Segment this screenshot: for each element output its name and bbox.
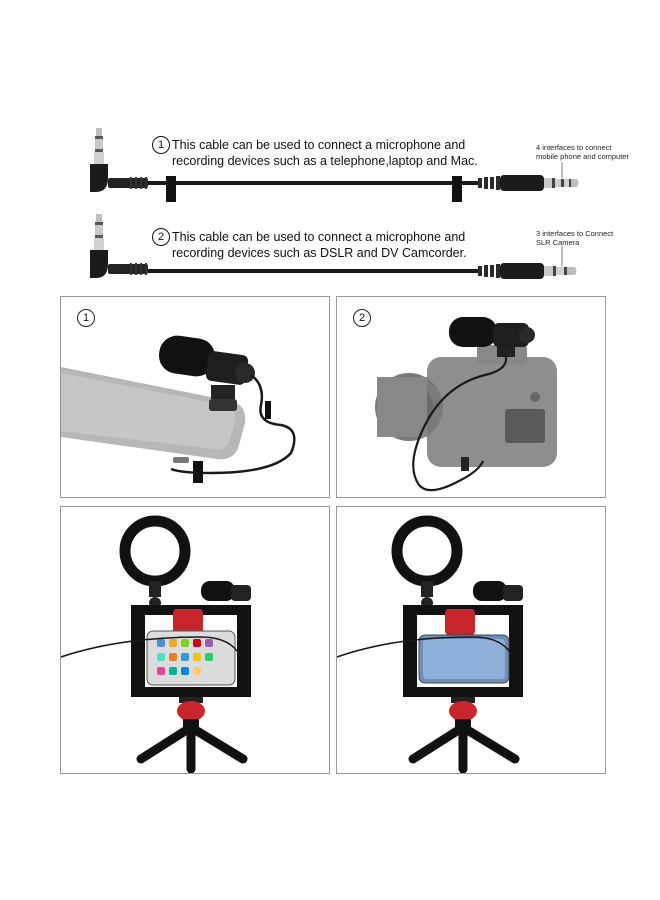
dslr-mic-illustration xyxy=(375,317,557,492)
rig-phone-apps-illustration xyxy=(61,515,251,773)
cable-1-note-line2: mobile phone and computer xyxy=(536,152,629,161)
panel-rig-phone-screen xyxy=(336,506,606,774)
cable-row-1: 1 This cable can be used to connect a mi… xyxy=(0,120,660,210)
panel-2-number: 2 xyxy=(353,309,371,327)
cable-2-description-line1: This cable can be used to connect a micr… xyxy=(172,230,466,244)
panel-phone-connection: 1 xyxy=(60,296,330,498)
cable-1-description-line2: recording devices such as a telephone,la… xyxy=(172,154,478,168)
cable-2-number: 2 xyxy=(152,228,170,246)
panel-dslr-connection: 2 xyxy=(336,296,606,498)
panel-1-number: 1 xyxy=(77,309,95,327)
cable-row-2: 2 This cable can be used to connect a mi… xyxy=(0,208,660,298)
rig-phone-screen-illustration xyxy=(337,515,523,773)
cable-2-illustration xyxy=(90,214,577,279)
cable-1-number: 1 xyxy=(152,136,170,154)
cable-2-note-line1: 3 interfaces to Connect xyxy=(536,229,614,238)
cable-1-note-line1: 4 interfaces to connect xyxy=(536,143,612,152)
phone-mic-illustration xyxy=(61,335,296,483)
cable-1-illustration xyxy=(90,128,579,202)
panel-rig-phone-apps xyxy=(60,506,330,774)
cable-1-description-line1: This cable can be used to connect a micr… xyxy=(172,138,466,152)
cable-2-note-line2: SLR Camera xyxy=(536,238,580,247)
cable-2-description-line2: recording devices such as DSLR and DV Ca… xyxy=(172,246,467,260)
